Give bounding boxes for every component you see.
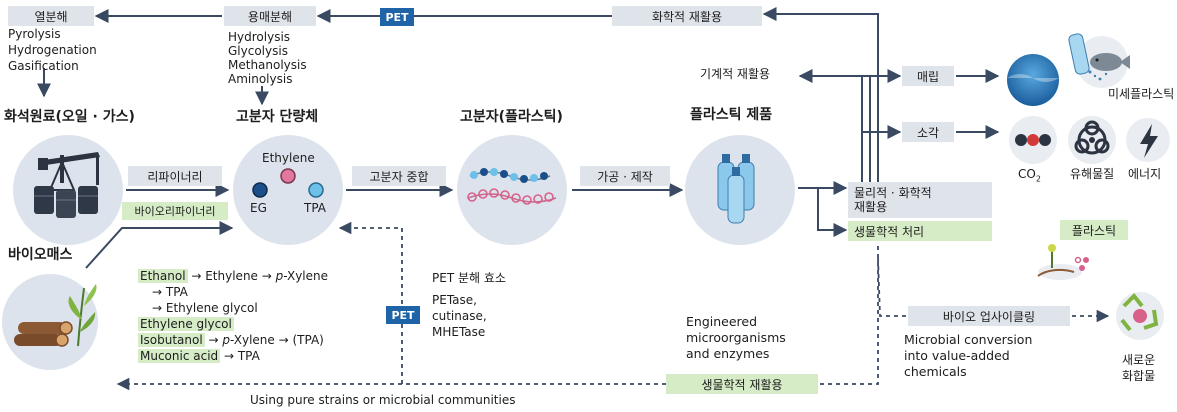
plant-icon <box>68 284 97 347</box>
landfill-label: 매립 <box>902 66 954 86</box>
route-eg: → Ethylene glycol <box>152 301 258 315</box>
tpa-molecule-icon <box>308 182 324 198</box>
polymer-circle <box>457 135 567 245</box>
new-compound-line: 새로운 <box>1122 353 1156 367</box>
pyrolysis-header: 열분해 <box>8 6 94 26</box>
pet-badge-top: PET <box>380 8 414 26</box>
plastic-sprout-icon <box>1037 244 1089 280</box>
lightning-icon <box>1126 118 1170 162</box>
incineration-label: 소각 <box>902 122 954 142</box>
solvolysis-method: Glycolysis <box>228 44 288 58</box>
solvolysis-method: Hydrolysis <box>228 30 291 44</box>
phys-chem-recycling-label: 물리적 · 화학적 재활용 <box>848 182 992 218</box>
isobutanol-chain-a: → <box>204 333 223 347</box>
pyrolysis-method: Hydrogenation <box>8 43 97 57</box>
isobutanol-chain-b: -Xylene → (TPA) <box>230 333 324 347</box>
enzymes-title: PET 분해 효소 <box>432 271 506 285</box>
new-compound-label: 새로운 화합물 <box>1122 352 1155 384</box>
new-compound-line: 화합물 <box>1122 369 1156 383</box>
eg-highlight: Ethylene glycol <box>138 317 234 331</box>
plastic-bottles-icon <box>717 154 755 224</box>
p-italic: p <box>275 269 284 283</box>
co2-subscript: 2 <box>1035 174 1041 184</box>
ethanol-highlight: Ethanol <box>138 269 188 283</box>
hazardous-label: 유해물질 <box>1070 167 1115 181</box>
co2-main: CO <box>1018 167 1036 181</box>
pyrolysis-methods: Pyrolysis Hydrogenation Gasification <box>8 26 97 74</box>
bottle-fish-icon <box>1068 33 1130 88</box>
refinery-label: 리파이너리 <box>128 166 222 186</box>
fossil-title: 화석원료(오일 · 가스) <box>4 109 135 125</box>
biorefinery-label: 바이오리파이너리 <box>122 202 228 220</box>
microbial-line: into value-added <box>904 348 1010 363</box>
p-italic: p <box>222 333 231 347</box>
microbial-line: Microbial conversion <box>904 332 1033 347</box>
biological-treatment-label: 생물학적 처리 <box>848 221 992 241</box>
monomer-title: 고분자 단량체 <box>236 109 319 125</box>
polymer-title: 고분자(플라스틱) <box>460 109 563 125</box>
solvolysis-method: Aminolysis <box>228 72 293 86</box>
engineered-text: Engineered microorganisms and enzymes <box>686 314 786 362</box>
ethanol-chain: → Ethylene → <box>191 269 276 283</box>
biological-recycling-label: 생물학적 재활용 <box>666 374 818 394</box>
monomer-circle <box>233 135 343 245</box>
engineered-line: Engineered <box>686 314 758 329</box>
isobutanol-highlight: Isobutanol <box>138 333 205 347</box>
ethylene-label: Ethylene <box>262 151 315 165</box>
engineered-line: microorganisms <box>686 330 786 345</box>
bio-routes: Ethanol → Ethylene → p-Xylene → TPA → Et… <box>138 268 328 364</box>
route-eg-highlight: Ethylene glycol <box>138 316 328 332</box>
flow-arrows <box>37 7 1000 269</box>
polymerization-label: 고분자 중합 <box>352 166 446 186</box>
recycle-compound-icon <box>1116 292 1164 340</box>
route-tpa: → TPA <box>152 285 188 299</box>
microplastic-label: 미세플라스틱 <box>1108 87 1175 101</box>
biohazard-icon <box>1068 116 1116 164</box>
solvolysis-methods: Hydrolysis Glycolysis Methanolysis Amino… <box>228 30 307 86</box>
xylene-suffix: -Xylene <box>283 269 329 283</box>
energy-label: 에너지 <box>1128 167 1162 181</box>
ocean-icon <box>1007 54 1059 106</box>
product-title: 플라스틱 제품 <box>690 107 773 123</box>
biological-dashed-arrows <box>116 221 1110 391</box>
pet-badge-bottom: PET <box>386 306 420 324</box>
microbial-conversion-text: Microbial conversion into value-added ch… <box>904 332 1032 380</box>
co2-label: CO2 <box>1018 167 1041 184</box>
phys-chem-line: 물리적 · 화학적 <box>854 186 932 200</box>
ethylene-molecule-icon <box>280 168 296 184</box>
muconic-highlight: Muconic acid <box>138 349 221 363</box>
oil-barrels-icon <box>34 186 98 218</box>
enzymes-list: PETase, cutinase, MHETase <box>432 292 487 340</box>
pyrolysis-method: Gasification <box>8 59 79 73</box>
mechanical-recycling-label: 기계적 재활용 <box>700 67 771 81</box>
microbial-line: chemicals <box>904 364 967 379</box>
route-isobutanol: Isobutanol → p-Xylene → (TPA) <box>138 332 328 348</box>
solvolysis-method: Methanolysis <box>228 58 307 72</box>
route-ethanol: Ethanol → Ethylene → p-Xylene <box>138 268 328 284</box>
co2-icon <box>1009 116 1057 164</box>
pure-strains-text: Using pure strains or microbial communit… <box>250 393 516 407</box>
bio-upcycling-label: 바이오 업사이클링 <box>908 306 1070 326</box>
biomass-title: 바이오매스 <box>8 247 73 263</box>
solvolysis-header: 용매분해 <box>224 6 316 26</box>
eg-molecule-icon <box>252 182 268 198</box>
enzyme-item: MHETase <box>432 325 486 339</box>
phys-chem-line: 재활용 <box>854 200 888 214</box>
enzyme-item: cutinase, <box>432 309 487 323</box>
pyrolysis-method: Pyrolysis <box>8 27 61 41</box>
muconic-chain: → TPA <box>220 349 260 363</box>
engineered-line: and enzymes <box>686 346 770 361</box>
manufacturing-label: 가공 · 제작 <box>580 166 670 186</box>
chemical-recycling-label: 화학적 재활용 <box>612 6 762 26</box>
enzyme-item: PETase, <box>432 293 477 307</box>
route-muconic: Muconic acid → TPA <box>138 348 328 364</box>
plastic-output-label: 플라스틱 <box>1060 220 1128 240</box>
biomass-logs-icon <box>14 321 73 347</box>
eg-label: EG <box>250 201 267 215</box>
polymer-chain-icon <box>467 168 557 205</box>
tpa-label: TPA <box>304 201 327 215</box>
